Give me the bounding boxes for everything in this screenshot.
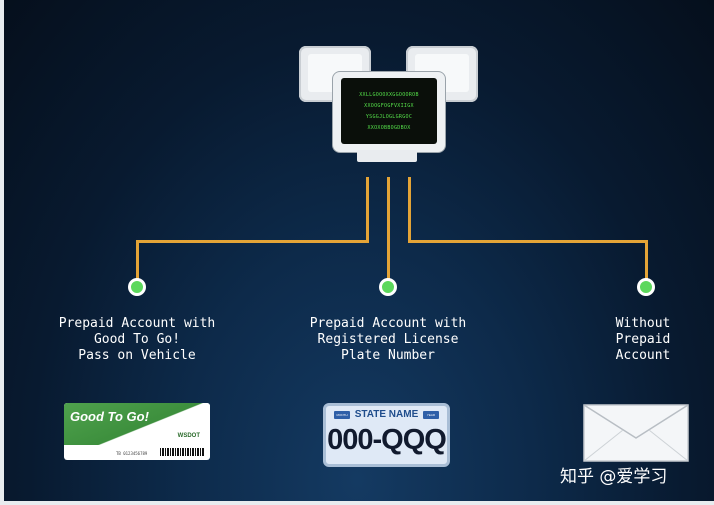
central-computer-icon: XXLLGOOOXXGGOOOROB XXOOGFOGFVXIIGX YSGGJ… xyxy=(333,72,445,152)
plate-state-name: STATE NAME xyxy=(354,409,419,420)
connector-right-vertical xyxy=(408,177,411,243)
connector-left-drop xyxy=(136,240,139,280)
branch-label-plate: Prepaid Account with Registered License … xyxy=(309,316,467,363)
license-plate-image: MONTH STATE NAME YEAR 000-QQQ xyxy=(323,403,450,467)
connector-left-vertical xyxy=(366,177,369,243)
plate-tab-month: MONTH xyxy=(334,411,350,419)
screen-line: YSGGJLOGLGRGOC xyxy=(365,113,413,120)
plate-tab-year: YEAR xyxy=(423,411,439,419)
barcode-icon xyxy=(160,448,204,456)
branch-node-middle xyxy=(379,278,397,296)
screen-line: XXLLGOOOXXGGOOOROB xyxy=(359,91,419,98)
connector-left-horizontal xyxy=(136,240,369,243)
branch-label-pass: Prepaid Account with Good To Go! Pass on… xyxy=(58,316,216,363)
computer-screen: XXLLGOOOXXGGOOOROB XXOOGFOGFVXIIGX YSGGJ… xyxy=(341,78,437,144)
connector-right-horizontal xyxy=(408,240,648,243)
bottom-border xyxy=(0,501,714,505)
pass-issuer: WSDOT xyxy=(177,433,200,439)
branch-node-left xyxy=(128,278,146,296)
screen-line: XXOOGFOGFVXIIGX xyxy=(364,102,414,109)
screen-line: XXOXOBBOGDBOX xyxy=(367,124,411,131)
good-to-go-pass-image: Good To Go! WSDOT TB 0123456789 xyxy=(64,403,210,460)
envelope-icon xyxy=(583,404,689,462)
connector-right-drop xyxy=(645,240,648,280)
branch-node-right xyxy=(637,278,655,296)
connector-middle-vertical xyxy=(387,177,390,280)
plate-number: 000-QQQ xyxy=(327,424,447,456)
left-border xyxy=(0,0,4,505)
keyboard-icon xyxy=(357,150,417,162)
branch-label-none: Without Prepaid Account xyxy=(615,316,671,363)
pass-logo: Good To Go! xyxy=(70,409,149,424)
watermark: 知乎 @爱学习 xyxy=(560,467,668,487)
pass-serial: TB 0123456789 xyxy=(116,451,148,456)
